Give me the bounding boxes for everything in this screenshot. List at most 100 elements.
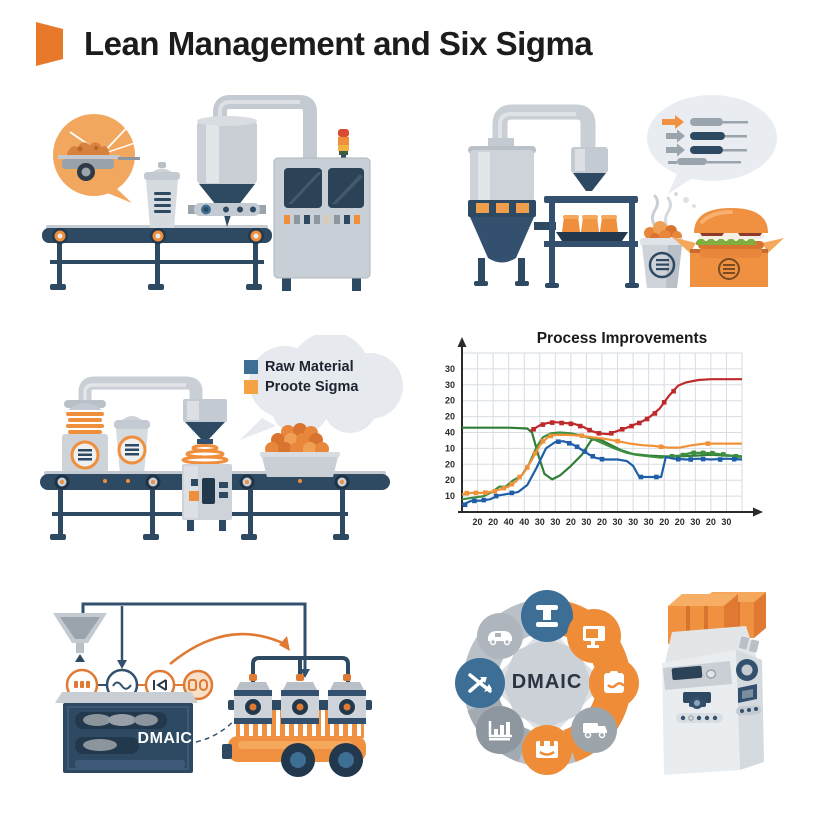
svg-text:20: 20 <box>597 517 607 527</box>
pipe <box>213 95 317 160</box>
svg-text:20: 20 <box>473 517 483 527</box>
front-knob-icon <box>683 692 711 709</box>
roller-icon <box>150 228 166 244</box>
red-line <box>529 378 742 436</box>
legend: Raw Material Proote Sigma <box>244 357 384 397</box>
svg-text:10: 10 <box>445 491 455 501</box>
panel-production-line-2 <box>468 95 784 288</box>
front-button-strip <box>676 713 723 723</box>
progress-row-2 <box>666 129 747 143</box>
svg-text:30: 30 <box>535 517 545 527</box>
cabinet-buttons <box>284 215 360 224</box>
panel-dmaic-cycle <box>455 590 639 775</box>
product-tray <box>260 423 340 477</box>
svg-text:20: 20 <box>488 517 498 527</box>
panel-conveyor-line <box>40 335 403 540</box>
wheel-icon <box>281 743 315 777</box>
truck-icon <box>571 707 617 753</box>
roller-icon <box>334 474 350 490</box>
roller-icon <box>145 474 161 490</box>
canister-unit <box>322 674 372 724</box>
bar-chart-cart-icon <box>476 706 524 754</box>
cycle-center-badge <box>502 638 592 728</box>
car-icon <box>477 613 523 659</box>
dmaic-flow-label: DMAIC <box>137 730 193 747</box>
control-cabinet <box>273 129 371 291</box>
dispenser-machine <box>182 464 232 531</box>
conveyor-belt <box>42 225 272 290</box>
svg-text:30: 30 <box>613 517 623 527</box>
svg-text:30: 30 <box>690 517 700 527</box>
legend-bubble <box>240 335 403 440</box>
arch-pipe <box>492 104 596 152</box>
roller-icon <box>239 474 255 490</box>
monitor-icon <box>567 609 621 663</box>
svg-text:40: 40 <box>445 428 455 438</box>
oven-machine <box>55 692 198 773</box>
orange-arrowhead-icon <box>279 636 290 651</box>
hopper <box>188 116 266 227</box>
speech-bubble-material <box>53 114 151 203</box>
svg-text:20: 20 <box>445 475 455 485</box>
svg-text:40: 40 <box>519 517 529 527</box>
stamp-press-icon <box>521 590 573 642</box>
hopper-dropper <box>181 399 229 465</box>
legend-item: Raw Material <box>244 357 384 377</box>
material-cart-icon <box>58 142 140 181</box>
indicator-light-icon <box>338 129 349 160</box>
legend-label: Proote Sigma <box>265 379 359 395</box>
clipboard-icon <box>589 658 639 708</box>
svg-text:30: 30 <box>628 517 638 527</box>
progress-row-3 <box>666 143 747 157</box>
svg-text:20: 20 <box>659 517 669 527</box>
shuffle-arrows-icon <box>455 658 505 708</box>
canister <box>144 162 180 228</box>
page-title: Lean Management and Six Sigma <box>84 25 593 62</box>
roller-icon <box>54 474 70 490</box>
speech-bubble-progress <box>647 95 777 208</box>
vessel <box>468 138 556 286</box>
funnel-icon <box>53 613 107 662</box>
panel-packaging-machine <box>662 592 766 775</box>
pipe-rail <box>81 602 310 678</box>
side-port-icon <box>736 659 758 681</box>
legend-label: Raw Material <box>265 359 354 375</box>
svg-text:40: 40 <box>504 517 514 527</box>
svg-text:20: 20 <box>706 517 716 527</box>
popcorn-cup <box>640 192 684 288</box>
small-hopper <box>571 147 608 191</box>
legend-swatch-orange <box>244 380 258 394</box>
svg-text:20: 20 <box>445 396 455 406</box>
svg-text:20: 20 <box>566 517 576 527</box>
canister-unit <box>275 674 325 724</box>
title-flag-icon <box>36 22 63 66</box>
canister-machines <box>228 674 372 724</box>
arch-pipe <box>78 376 203 404</box>
process-improvements-chart: 30 30 20 20 40 10 20 20 10 20 20 40 40 30 30 20 30 20 30 30… <box>445 337 763 527</box>
canister <box>114 416 150 474</box>
panel-production-line-1 <box>42 95 371 291</box>
svg-text:30: 30 <box>721 517 731 527</box>
svg-text:20: 20 <box>445 459 455 469</box>
legend-swatch-blue <box>244 360 258 374</box>
svg-text:30: 30 <box>550 517 560 527</box>
stand-table <box>544 196 639 288</box>
svg-text:30: 30 <box>445 380 455 390</box>
chart-title: Process Improvements <box>536 330 708 347</box>
burger-icon <box>694 208 768 258</box>
crate-icon <box>522 725 572 775</box>
svg-text:10: 10 <box>445 443 455 453</box>
progress-row-1 <box>662 115 748 129</box>
dmaic-cycle-label: DMAIC <box>511 671 583 693</box>
roller-icon <box>248 228 264 244</box>
orange-curved-arrow <box>169 632 288 665</box>
coil-machine <box>62 400 108 474</box>
roller-icon <box>52 228 68 244</box>
progress-row-4 <box>668 158 741 165</box>
legend-item: Proote Sigma <box>244 377 384 397</box>
machine-body <box>662 626 764 775</box>
svg-text:30: 30 <box>644 517 654 527</box>
orange-blocks-icon <box>562 215 618 232</box>
svg-text:20: 20 <box>675 517 685 527</box>
